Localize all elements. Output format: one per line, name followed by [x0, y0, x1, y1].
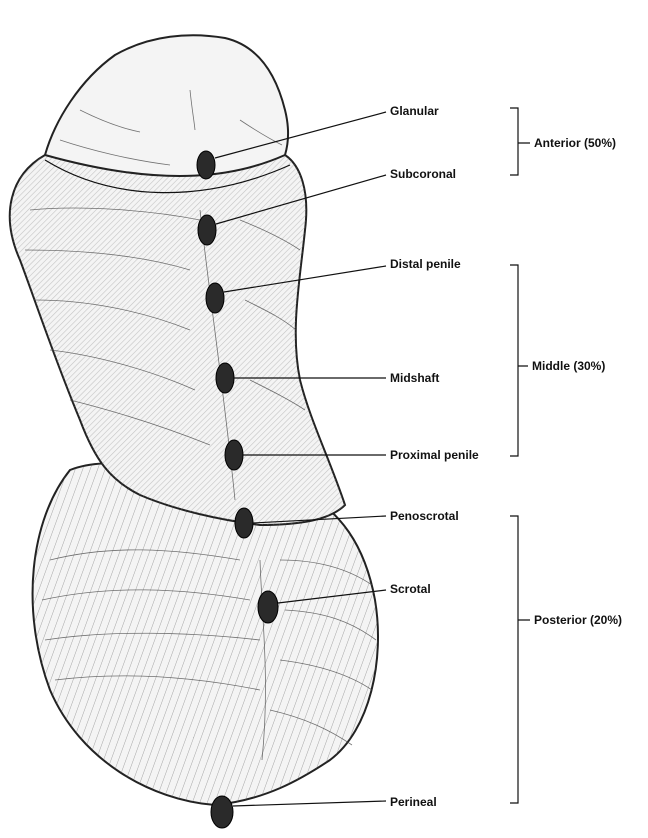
coronal-ridge	[44, 159, 291, 194]
site-markers: Glanular Subcoronal Distal penile Midsha…	[196, 104, 479, 829]
site-perineal: Perineal	[210, 795, 437, 829]
site-distal-penile: Distal penile	[205, 257, 461, 314]
region-middle: Middle (30%)	[510, 264, 605, 457]
bracket-anterior	[510, 107, 530, 176]
site-glanular: Glanular	[196, 104, 439, 180]
site-proximal-penile: Proximal penile	[224, 439, 479, 471]
site-midshaft: Midshaft	[215, 362, 439, 394]
site-label-distal-penile: Distal penile	[390, 257, 461, 271]
site-marker-subcoronal	[197, 214, 217, 246]
site-marker-proximal-penile	[224, 439, 244, 471]
region-anterior: Anterior (50%)	[510, 107, 616, 176]
leader-line-penoscrotal	[252, 515, 387, 524]
site-label-penoscrotal: Penoscrotal	[390, 509, 459, 523]
leader-line-glanular	[214, 111, 387, 159]
site-label-subcoronal: Subcoronal	[390, 167, 456, 181]
shaft-shading	[9, 147, 345, 525]
region-label-middle: Middle (30%)	[532, 359, 605, 373]
site-label-perineal: Perineal	[390, 795, 437, 809]
site-marker-penoscrotal	[234, 507, 254, 539]
site-label-proximal-penile: Proximal penile	[390, 448, 479, 462]
glans-outline	[43, 34, 289, 177]
anatomy-illustration	[8, 34, 379, 807]
site-marker-distal-penile	[205, 282, 225, 314]
site-label-midshaft: Midshaft	[390, 371, 439, 385]
region-brackets: Anterior (50%) Middle (30%) Posterior (2…	[510, 107, 622, 804]
site-marker-scrotal	[257, 590, 279, 624]
site-marker-perineal	[210, 795, 234, 829]
site-marker-midshaft	[215, 362, 235, 394]
site-marker-glanular	[196, 150, 216, 180]
scrotum-shading	[32, 463, 378, 805]
region-posterior: Posterior (20%)	[510, 515, 622, 804]
site-label-glanular: Glanular	[390, 104, 439, 118]
region-label-posterior: Posterior (20%)	[534, 613, 622, 627]
bracket-middle	[510, 264, 528, 457]
leader-line-distal-penile	[223, 265, 387, 293]
scrotal-folds	[41, 549, 377, 761]
glans-shading	[59, 89, 283, 166]
site-subcoronal: Subcoronal	[197, 167, 456, 246]
site-scrotal: Scrotal	[257, 582, 431, 624]
leader-line-scrotal	[277, 589, 387, 604]
site-penoscrotal: Penoscrotal	[234, 507, 459, 539]
region-label-anterior: Anterior (50%)	[534, 136, 616, 150]
bracket-posterior	[510, 515, 530, 804]
leader-line-perineal	[232, 800, 387, 807]
leader-line-subcoronal	[215, 174, 387, 225]
site-label-scrotal: Scrotal	[390, 582, 431, 596]
